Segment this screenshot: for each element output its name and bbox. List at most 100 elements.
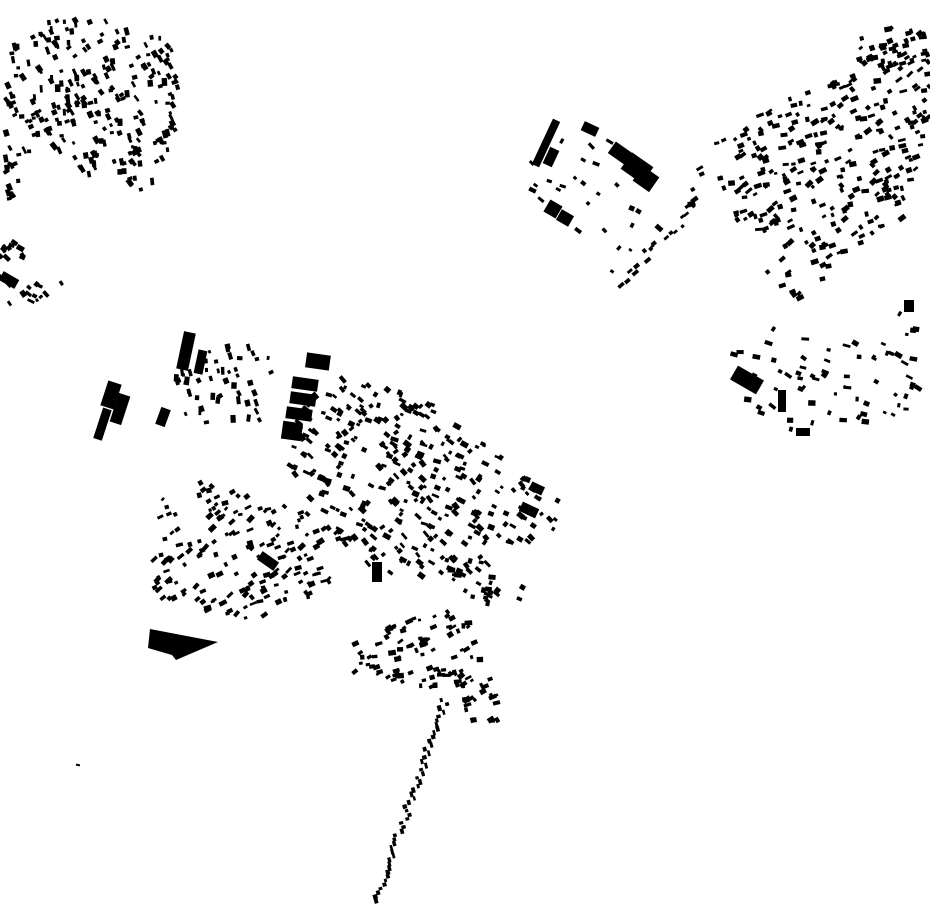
building	[360, 446, 368, 453]
building	[301, 405, 311, 414]
building	[874, 191, 881, 197]
building	[877, 223, 884, 228]
building	[172, 73, 179, 80]
building	[300, 451, 307, 459]
building	[186, 388, 191, 394]
building	[103, 18, 109, 25]
building	[382, 882, 387, 888]
building	[788, 194, 798, 203]
building	[848, 160, 857, 168]
building	[452, 422, 462, 431]
building	[235, 389, 242, 397]
building	[809, 165, 816, 172]
building	[887, 60, 893, 66]
building	[166, 595, 173, 602]
building	[307, 427, 316, 435]
building	[198, 547, 206, 554]
building	[769, 217, 777, 226]
building	[462, 561, 470, 570]
building	[21, 146, 28, 155]
building	[403, 445, 412, 454]
building	[770, 325, 777, 332]
building	[232, 530, 241, 537]
building	[211, 505, 217, 511]
building	[386, 569, 394, 576]
building	[859, 35, 865, 41]
building	[628, 204, 636, 212]
building	[380, 443, 389, 451]
building	[154, 99, 159, 105]
building	[650, 240, 658, 247]
building	[739, 131, 748, 138]
building	[898, 60, 907, 67]
building	[259, 586, 268, 595]
building	[391, 840, 397, 847]
building	[196, 552, 203, 559]
building	[375, 889, 381, 896]
building	[213, 359, 219, 364]
building	[223, 506, 229, 511]
building	[385, 450, 391, 457]
building	[421, 678, 427, 683]
building	[883, 194, 892, 201]
building	[26, 59, 31, 67]
building	[753, 213, 758, 220]
building	[350, 533, 359, 542]
building	[373, 897, 379, 904]
building	[302, 570, 309, 576]
building	[419, 637, 428, 643]
building	[399, 679, 405, 685]
building	[197, 538, 202, 544]
building	[423, 762, 429, 769]
building	[210, 392, 216, 401]
building	[486, 715, 496, 724]
building	[405, 560, 412, 567]
building	[875, 128, 882, 132]
building	[348, 506, 354, 512]
building	[304, 510, 311, 518]
building	[467, 557, 473, 565]
building	[64, 118, 71, 124]
building	[168, 113, 174, 121]
building	[164, 57, 171, 63]
building	[357, 396, 365, 404]
building	[782, 162, 789, 167]
building	[130, 159, 137, 167]
building	[244, 399, 251, 407]
building	[429, 623, 438, 631]
building	[913, 85, 921, 92]
building	[274, 598, 283, 606]
building	[365, 662, 371, 667]
building	[246, 414, 251, 422]
building	[459, 647, 465, 653]
building	[94, 109, 101, 116]
building	[444, 608, 451, 615]
building	[121, 168, 127, 175]
building	[872, 149, 879, 155]
building	[446, 630, 455, 639]
building	[246, 527, 254, 533]
building	[164, 128, 171, 137]
building	[893, 350, 903, 360]
building	[787, 218, 794, 224]
building	[903, 393, 909, 400]
building	[819, 140, 828, 146]
building	[483, 559, 492, 568]
building	[854, 134, 863, 140]
building	[243, 492, 251, 501]
building	[868, 177, 878, 187]
building	[433, 484, 442, 492]
building	[536, 496, 543, 502]
building	[58, 280, 64, 287]
building	[108, 88, 114, 93]
building	[385, 480, 392, 487]
building	[164, 504, 170, 510]
building	[859, 410, 868, 418]
building	[98, 138, 104, 144]
building	[108, 122, 114, 128]
building	[920, 116, 929, 125]
building	[369, 533, 378, 541]
building	[260, 611, 269, 619]
building	[2, 169, 9, 175]
building	[259, 541, 266, 548]
